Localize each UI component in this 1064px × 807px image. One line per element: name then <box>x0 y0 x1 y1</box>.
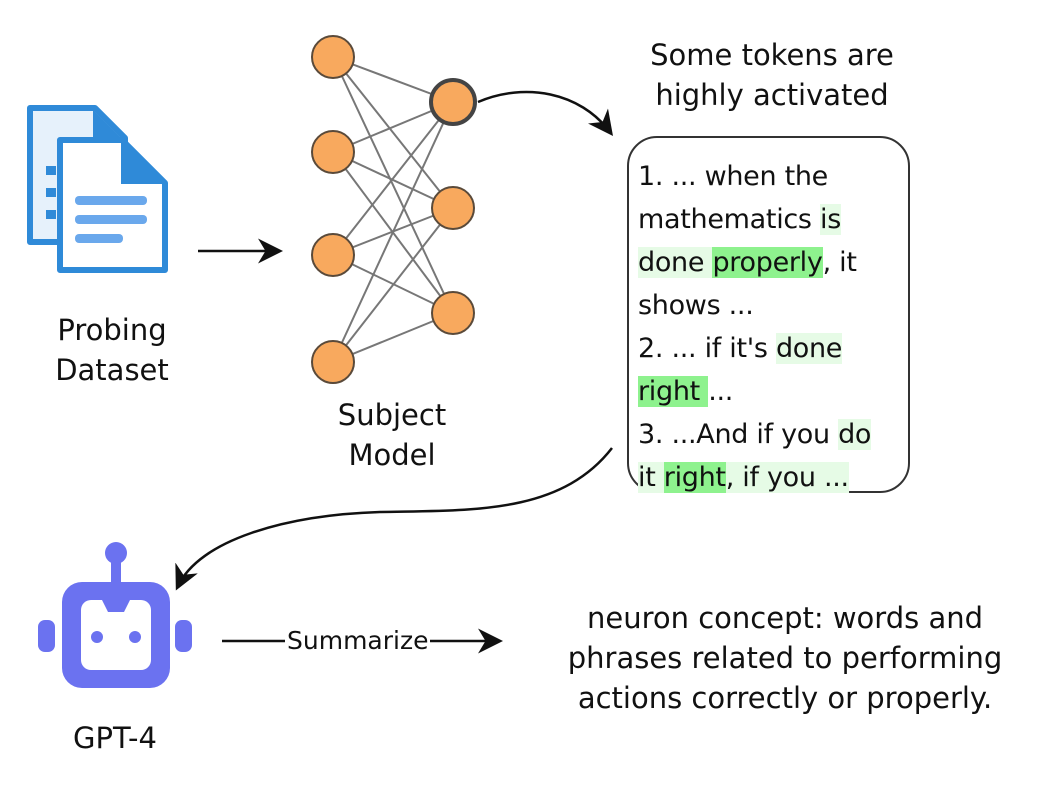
neuron-input-1 <box>311 35 355 79</box>
tokens-title-line1: Some tokens are <box>650 38 894 72</box>
dataset-label-line1: Probing <box>57 313 167 347</box>
example-line-5: 2. ... if it's done <box>638 327 908 370</box>
neuron-output-3 <box>431 291 475 335</box>
dataset-label-line2: Dataset <box>55 353 169 387</box>
token-weak-highlight: is <box>820 204 841 235</box>
concept-line-1: neuron concept: words and <box>586 601 984 635</box>
token-text: ... <box>708 376 734 407</box>
document-icon <box>27 105 168 273</box>
neuron-output-2 <box>431 186 475 230</box>
token-strong-highlight: right <box>638 376 709 407</box>
token-text: mathematics <box>638 204 820 235</box>
token-strong-highlight: properly <box>712 247 823 278</box>
token-strong-highlight: right <box>663 462 726 493</box>
concept-line-2: phrases related to performing <box>567 641 1003 675</box>
token-weak-highlight: done <box>775 333 843 364</box>
token-weak-highlight: done <box>638 247 713 278</box>
token-text: shows ... <box>638 290 754 321</box>
neuron-input-2 <box>311 130 355 174</box>
token-weak-highlight: it <box>638 462 664 493</box>
tokens-title: Some tokens are highly activated <box>622 35 922 115</box>
neural-network-icon <box>311 35 477 384</box>
neuron-input-4 <box>311 340 355 384</box>
dataset-label: Probing Dataset <box>42 310 182 390</box>
gpt-label: GPT-4 <box>73 721 157 755</box>
neuron-concept-text: neuron concept: words and phrases relate… <box>520 598 1050 718</box>
model-label-line1: Subject <box>337 398 447 432</box>
model-label: Subject Model <box>322 395 462 475</box>
neuron-activated <box>429 78 477 126</box>
example-line-3: done properly, it <box>638 241 908 284</box>
arrow-tokens-to-gpt <box>175 447 613 591</box>
token-weak-highlight: do <box>838 419 872 450</box>
example-line-8: it right, if you ... <box>638 456 908 499</box>
token-text: , it <box>822 247 857 278</box>
arrow-neuron-to-tokens <box>477 90 614 136</box>
example-line-4: shows ... <box>638 284 908 327</box>
example-line-2: mathematics is <box>638 198 908 241</box>
example-line-7: 3. ...And if you do <box>638 413 908 456</box>
token-weak-highlight: , if you ... <box>725 462 849 493</box>
neuron-input-3 <box>311 233 355 277</box>
tokens-title-line2: highly activated <box>655 78 889 112</box>
summarize-label: Summarize <box>285 623 431 659</box>
example-line-6: right ... <box>638 370 908 413</box>
example-line-1: 1. ... when the <box>638 155 908 198</box>
activation-examples-box: 1. ... when the mathematics is done prop… <box>627 136 910 493</box>
concept-line-3: actions correctly or properly. <box>577 681 993 715</box>
robot-icon <box>38 542 192 688</box>
model-label-line2: Model <box>348 438 436 472</box>
token-text: 3. ...And if you <box>638 419 839 450</box>
token-text: 1. ... when the <box>638 161 828 192</box>
token-text: 2. ... if it's <box>638 333 776 364</box>
